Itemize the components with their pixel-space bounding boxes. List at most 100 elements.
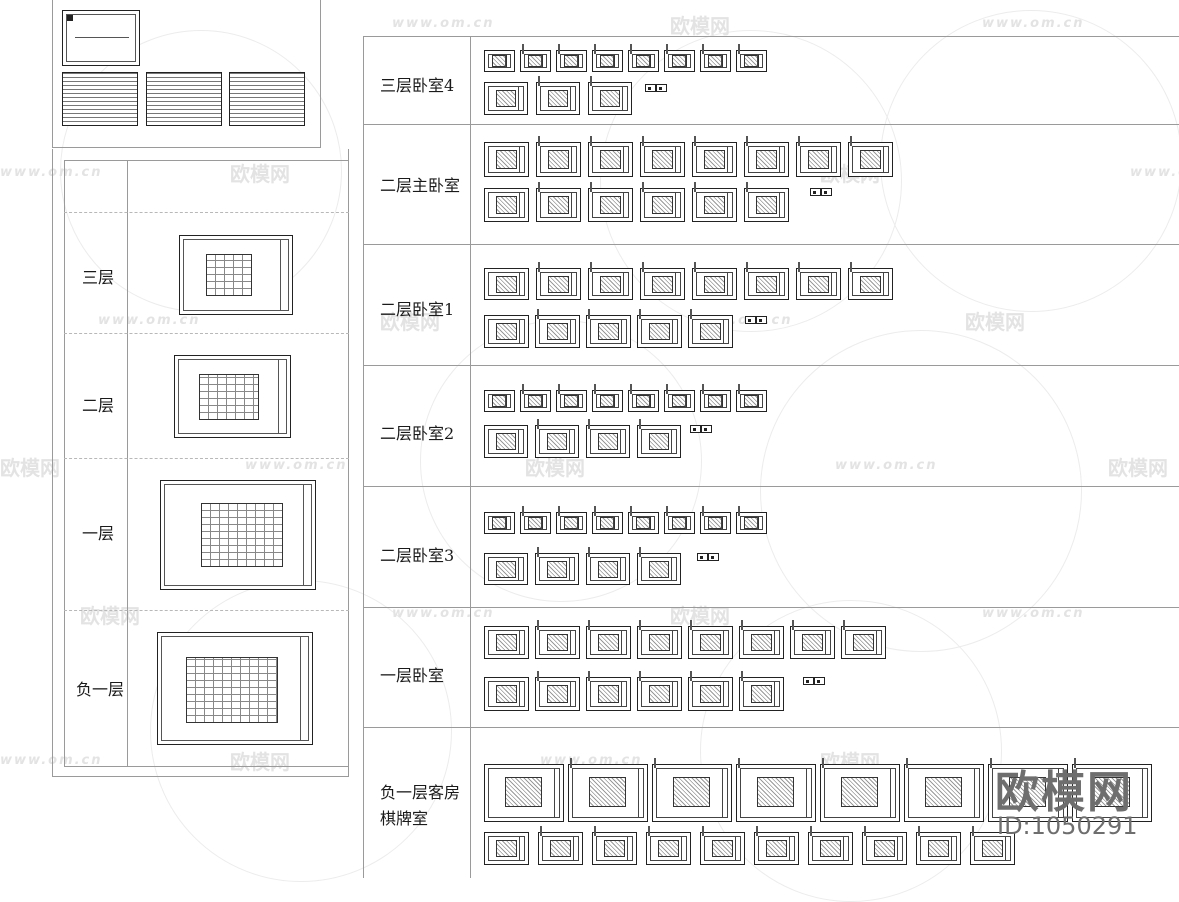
room-drawing-sheet[interactable] (739, 677, 784, 711)
room-drawing-sheet[interactable] (664, 390, 695, 412)
floor-plan-sheet-b1[interactable] (157, 632, 313, 745)
room-drawing-sheet[interactable] (536, 188, 581, 222)
room-drawing-sheet[interactable] (586, 315, 631, 348)
room-drawing-sheet[interactable] (535, 553, 579, 585)
floor-plan-sheet-1f[interactable] (160, 480, 316, 590)
room-drawing-sheet[interactable] (586, 626, 631, 659)
room-drawing-sheet[interactable] (646, 832, 691, 865)
room-drawing-sheet[interactable] (664, 50, 695, 72)
room-drawing-sheet[interactable] (970, 832, 1015, 865)
room-drawing-sheet[interactable] (535, 677, 580, 711)
room-drawing-sheet[interactable] (628, 390, 659, 412)
room-drawing-sheet[interactable] (820, 764, 900, 822)
room-drawing-sheet[interactable] (637, 677, 682, 711)
room-drawing-sheet[interactable] (841, 626, 886, 659)
room-drawing-sheet[interactable] (588, 188, 633, 222)
room-drawing-sheet[interactable] (862, 832, 907, 865)
room-drawing-sheet[interactable] (484, 315, 529, 348)
room-drawing-sheet[interactable] (688, 677, 733, 711)
room-drawing-sheet[interactable] (536, 142, 581, 177)
room-drawing-sheet[interactable] (536, 82, 580, 115)
room-drawing-sheet[interactable] (535, 626, 580, 659)
room-drawing-sheet[interactable] (692, 188, 737, 222)
room-drawing-sheet[interactable] (535, 315, 580, 348)
room-drawing-sheet[interactable] (592, 512, 623, 534)
room-drawing-sheet[interactable] (592, 832, 637, 865)
room-drawing-sheet[interactable] (484, 626, 529, 659)
room-drawing-sheet[interactable] (484, 268, 529, 300)
room-drawing-sheet[interactable] (520, 50, 551, 72)
room-drawing-sheet[interactable] (744, 142, 789, 177)
room-drawing-sheet[interactable] (688, 626, 733, 659)
room-drawing-sheet[interactable] (688, 315, 733, 348)
room-drawing-sheet[interactable] (484, 677, 529, 711)
room-drawing-sheet[interactable] (692, 268, 737, 300)
room-drawing-sheet[interactable] (592, 390, 623, 412)
room-drawing-sheet[interactable] (586, 425, 630, 458)
room-drawing-sheet[interactable] (484, 50, 515, 72)
room-drawing-sheet[interactable] (588, 82, 632, 115)
room-drawing-sheet[interactable] (796, 142, 841, 177)
cover-sheet[interactable] (62, 10, 140, 66)
room-drawing-sheet[interactable] (637, 553, 681, 585)
room-drawing-sheet[interactable] (556, 50, 587, 72)
room-drawing-sheet[interactable] (739, 626, 784, 659)
room-drawing-sheet[interactable] (520, 512, 551, 534)
room-drawing-sheet[interactable] (640, 188, 685, 222)
room-drawing-sheet[interactable] (484, 512, 515, 534)
room-drawing-sheet[interactable] (736, 512, 767, 534)
room-drawing-sheet[interactable] (484, 390, 515, 412)
index-sheet[interactable] (229, 72, 305, 126)
room-drawing-sheet[interactable] (628, 50, 659, 72)
room-drawing-sheet[interactable] (744, 188, 789, 222)
room-drawing-sheet[interactable] (484, 553, 528, 585)
room-drawing-sheet[interactable] (628, 512, 659, 534)
room-drawing-sheet[interactable] (637, 315, 682, 348)
index-sheet[interactable] (62, 72, 138, 126)
room-drawing-sheet[interactable] (637, 425, 681, 458)
room-drawing-sheet[interactable] (916, 832, 961, 865)
room-drawing-sheet[interactable] (484, 142, 529, 177)
room-drawing-sheet[interactable] (568, 764, 648, 822)
room-drawing-sheet[interactable] (736, 390, 767, 412)
room-drawing-sheet[interactable] (640, 268, 685, 300)
room-drawing-sheet[interactable] (538, 832, 583, 865)
room-drawing-sheet[interactable] (484, 425, 528, 458)
room-drawing-sheet[interactable] (484, 832, 529, 865)
room-drawing-sheet[interactable] (484, 188, 529, 222)
floor-plan-sheet-3f[interactable] (179, 235, 293, 315)
room-drawing-sheet[interactable] (700, 512, 731, 534)
room-drawing-sheet[interactable] (736, 50, 767, 72)
room-drawing-sheet[interactable] (796, 268, 841, 300)
room-drawing-sheet[interactable] (848, 142, 893, 177)
room-drawing-sheet[interactable] (700, 832, 745, 865)
floor-plan-sheet-2f[interactable] (174, 355, 291, 438)
room-drawing-sheet[interactable] (588, 268, 633, 300)
room-drawing-sheet[interactable] (652, 764, 732, 822)
room-drawing-sheet[interactable] (664, 512, 695, 534)
room-drawing-sheet[interactable] (848, 268, 893, 300)
room-drawing-sheet[interactable] (556, 512, 587, 534)
room-drawing-sheet[interactable] (592, 50, 623, 72)
room-drawing-sheet[interactable] (790, 626, 835, 659)
room-drawing-sheet[interactable] (637, 626, 682, 659)
room-drawing-sheet[interactable] (536, 268, 581, 300)
room-drawing-sheet[interactable] (988, 764, 1068, 822)
room-drawing-sheet[interactable] (586, 553, 630, 585)
index-sheet[interactable] (146, 72, 222, 126)
room-drawing-sheet[interactable] (736, 764, 816, 822)
room-drawing-sheet[interactable] (1072, 764, 1152, 822)
room-drawing-sheet[interactable] (484, 764, 564, 822)
room-drawing-sheet[interactable] (535, 425, 579, 458)
room-drawing-sheet[interactable] (586, 677, 631, 711)
room-drawing-sheet[interactable] (640, 142, 685, 177)
room-drawing-sheet[interactable] (484, 82, 528, 115)
room-drawing-sheet[interactable] (700, 50, 731, 72)
room-drawing-sheet[interactable] (520, 390, 551, 412)
room-drawing-sheet[interactable] (904, 764, 984, 822)
room-drawing-sheet[interactable] (692, 142, 737, 177)
room-drawing-sheet[interactable] (744, 268, 789, 300)
room-drawing-sheet[interactable] (556, 390, 587, 412)
room-drawing-sheet[interactable] (700, 390, 731, 412)
room-drawing-sheet[interactable] (754, 832, 799, 865)
